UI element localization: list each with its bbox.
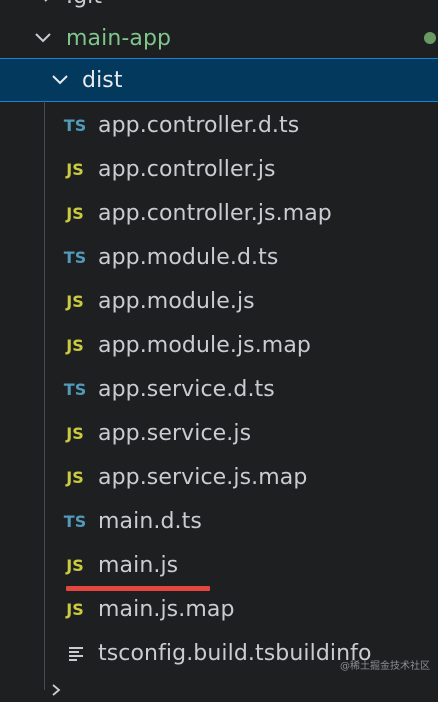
javascript-icon: JS xyxy=(66,203,84,223)
file-label: main.js xyxy=(98,552,179,578)
javascript-icon: JS xyxy=(66,599,84,619)
file-label: app.module.js xyxy=(98,288,255,314)
file-label: app.module.d.ts xyxy=(98,244,279,270)
tree-item-file[interactable]: JS app.module.js xyxy=(0,279,438,323)
typescript-icon: TS xyxy=(63,511,87,531)
file-label: app.controller.js xyxy=(98,156,276,182)
tree-item-file[interactable]: JS main.js.map xyxy=(0,587,438,631)
typescript-icon: TS xyxy=(63,379,87,399)
file-label: main.js.map xyxy=(98,596,235,622)
tree-item-git-folder[interactable]: .git xyxy=(0,0,438,18)
red-underline-annotation xyxy=(66,586,210,591)
chevron-down-icon xyxy=(31,26,55,50)
dist-folder-label: dist xyxy=(82,67,123,93)
tree-item-file[interactable]: JS app.service.js xyxy=(0,411,438,455)
typescript-icon: TS xyxy=(63,247,87,267)
file-label: app.controller.js.map xyxy=(98,200,332,226)
file-label: main.d.ts xyxy=(98,508,202,534)
tree-item-file[interactable]: JS app.module.js.map xyxy=(0,323,438,367)
file-label: app.service.js.map xyxy=(98,464,308,490)
tree-item-file[interactable]: TS app.service.d.ts xyxy=(0,367,438,411)
main-app-folder-label: main-app xyxy=(66,25,172,51)
chevron-right-icon[interactable] xyxy=(44,678,68,702)
tree-item-file[interactable]: JS app.controller.js.map xyxy=(0,191,438,235)
javascript-icon: JS xyxy=(66,467,84,487)
javascript-icon: JS xyxy=(66,335,84,355)
tree-item-main-app-folder[interactable]: main-app xyxy=(0,16,438,60)
tree-item-file[interactable]: TS app.module.d.ts xyxy=(0,235,438,279)
file-label: app.service.js xyxy=(98,420,252,446)
file-label: app.controller.d.ts xyxy=(98,112,300,138)
indent-guide xyxy=(44,100,45,690)
tree-item-file[interactable]: JS main.js xyxy=(0,543,438,587)
javascript-icon: JS xyxy=(66,159,84,179)
tree-item-file[interactable]: TS app.controller.d.ts xyxy=(0,103,438,147)
modified-dot-icon xyxy=(424,32,436,44)
tree-item-dist-folder[interactable]: dist xyxy=(0,58,438,102)
tree-item-file[interactable]: JS app.service.js.map xyxy=(0,455,438,499)
javascript-icon: JS xyxy=(66,423,84,443)
chevron-right-icon xyxy=(36,0,60,8)
file-label: app.service.d.ts xyxy=(98,376,275,402)
tree-item-file[interactable]: JS app.controller.js xyxy=(0,147,438,191)
file-label: tsconfig.build.tsbuildinfo xyxy=(98,640,372,666)
text-file-icon xyxy=(68,645,84,661)
tree-item-file[interactable]: TS main.d.ts xyxy=(0,499,438,543)
tree-item-file[interactable]: tsconfig.build.tsbuildinfo xyxy=(0,631,438,675)
chevron-down-icon xyxy=(48,68,72,92)
typescript-icon: TS xyxy=(63,115,87,135)
javascript-icon: JS xyxy=(66,555,84,575)
javascript-icon: JS xyxy=(66,291,84,311)
watermark: @稀土掘金技术社区 xyxy=(340,661,430,672)
file-label: app.module.js.map xyxy=(98,332,311,358)
git-folder-label: .git xyxy=(66,0,102,9)
